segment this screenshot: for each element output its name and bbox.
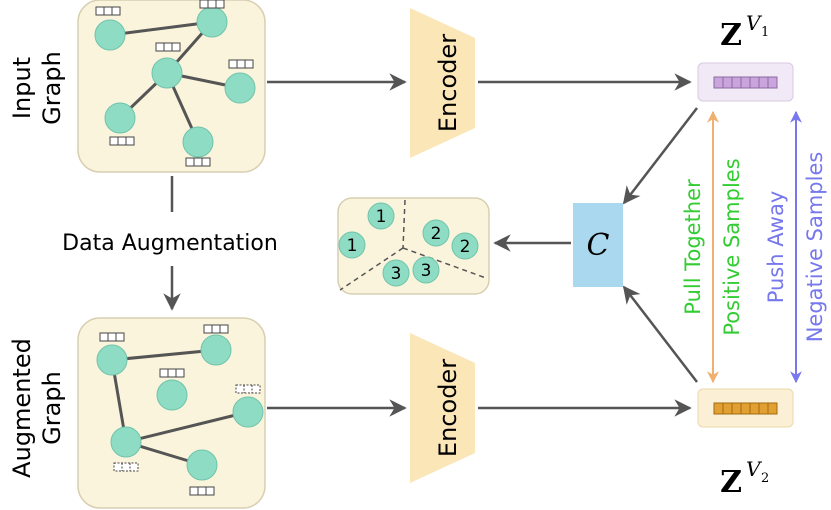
cluster-head-label: C [587, 228, 610, 263]
graph-node [151, 57, 183, 89]
feature-vector-icon [99, 332, 125, 342]
z2-to-cluster-head-arrow [622, 285, 698, 383]
data-augmentation-label: Data Augmentation [62, 231, 278, 256]
embedding-z2-cells [713, 402, 778, 415]
cluster-node-label: 1 [347, 236, 358, 256]
embedding-cell [740, 76, 751, 89]
graph-node [94, 19, 126, 51]
cluster-node-label: 3 [391, 264, 402, 284]
graph-node [224, 72, 256, 104]
encoder-top: Encoder [410, 8, 475, 158]
z2-label: Z V 2 [720, 457, 769, 500]
embedding-cell [758, 76, 769, 89]
input-graph-panel [77, 0, 266, 173]
cluster-node-label: 3 [421, 261, 432, 281]
input-graph-nodes [94, 6, 256, 158]
embedding-cell [722, 402, 733, 415]
input-graph-label: Input Graph [8, 51, 66, 125]
z1-base: Z [720, 18, 742, 53]
augmented-graph-panel [77, 317, 266, 509]
embedding-cell [767, 76, 778, 89]
input-graph-label-line2: Graph [38, 51, 66, 125]
graph-node [156, 379, 188, 411]
negative-samples-label: Negative Samples [803, 152, 827, 343]
input-graph-feature-icons [95, 0, 254, 167]
cluster-node [382, 259, 410, 287]
graph-node [182, 126, 214, 158]
pull-together-label: Pull Together [681, 179, 705, 315]
embedding-cell [749, 76, 760, 89]
feature-vector-icon [199, 0, 225, 9]
embedding-cell [731, 76, 742, 89]
feature-vector-icon [109, 136, 135, 146]
augmented-graph-nodes [96, 334, 264, 481]
feature-vector-icon [189, 486, 215, 496]
positive-samples-label: Positive Samples [720, 158, 744, 335]
push-away-labels: Push Away Negative Samples [764, 152, 827, 343]
encoder-top-label: Encoder [434, 34, 462, 132]
embedding-z1 [697, 62, 794, 102]
feature-vector-icon [155, 42, 181, 52]
z2-sub: 2 [761, 471, 769, 486]
push-away-label: Push Away [764, 191, 788, 304]
encoder-bottom: Encoder [410, 333, 475, 483]
cluster-node [422, 219, 450, 247]
cluster-node-label: 2 [460, 237, 471, 257]
input-graph-label-line1: Input [8, 57, 36, 119]
graph-node [110, 426, 142, 458]
cluster-node [338, 231, 366, 259]
z2-sup: V [746, 457, 763, 481]
embedding-cell [767, 402, 778, 415]
cluster-node-label: 2 [431, 224, 442, 244]
embedding-cell [749, 402, 760, 415]
feature-vector-icon [203, 324, 229, 334]
augmented-graph-label: Augmented Graph [8, 338, 66, 478]
feature-vector-icon [185, 157, 211, 167]
embedding-cell [740, 402, 751, 415]
encoder-bottom-label: Encoder [434, 359, 462, 457]
feature-vector-icon [228, 59, 254, 69]
graph-node [186, 449, 218, 481]
graph-node [104, 102, 136, 134]
graph-node [96, 344, 128, 376]
augmented-graph-feature-icons [99, 324, 261, 496]
embedding-cell [758, 402, 769, 415]
z1-label: Z V 1 [720, 11, 769, 53]
cluster-node [451, 232, 479, 260]
feature-vector-icon [95, 6, 121, 16]
embedding-cell [713, 402, 724, 415]
graph-node [232, 396, 264, 428]
masked-feature-vector-icon [113, 462, 139, 472]
embedding-cell [731, 402, 742, 415]
cluster-head: C [573, 203, 623, 287]
augmented-graph-label-line1: Augmented [8, 338, 36, 478]
graph-node [200, 334, 232, 366]
feature-vector-icon [159, 368, 185, 378]
embedding-z1-cells [713, 76, 778, 89]
cluster-node-label: 1 [376, 207, 387, 227]
cluster-node [367, 202, 395, 230]
z2-base: Z [720, 465, 742, 500]
z1-sub: 1 [761, 25, 769, 40]
embedding-z2 [697, 388, 794, 428]
augmented-graph-label-line2: Graph [38, 371, 66, 445]
embedding-cell [713, 76, 724, 89]
pull-together-labels: Pull Together Positive Samples [681, 158, 744, 335]
cluster-boundaries [339, 199, 487, 291]
cluster-node [412, 256, 440, 284]
z1-to-cluster-head-arrow [622, 107, 698, 205]
graph-node [196, 6, 228, 38]
embedding-cell [722, 76, 733, 89]
z1-sup: V [746, 11, 763, 35]
masked-feature-vector-icon [235, 384, 261, 394]
